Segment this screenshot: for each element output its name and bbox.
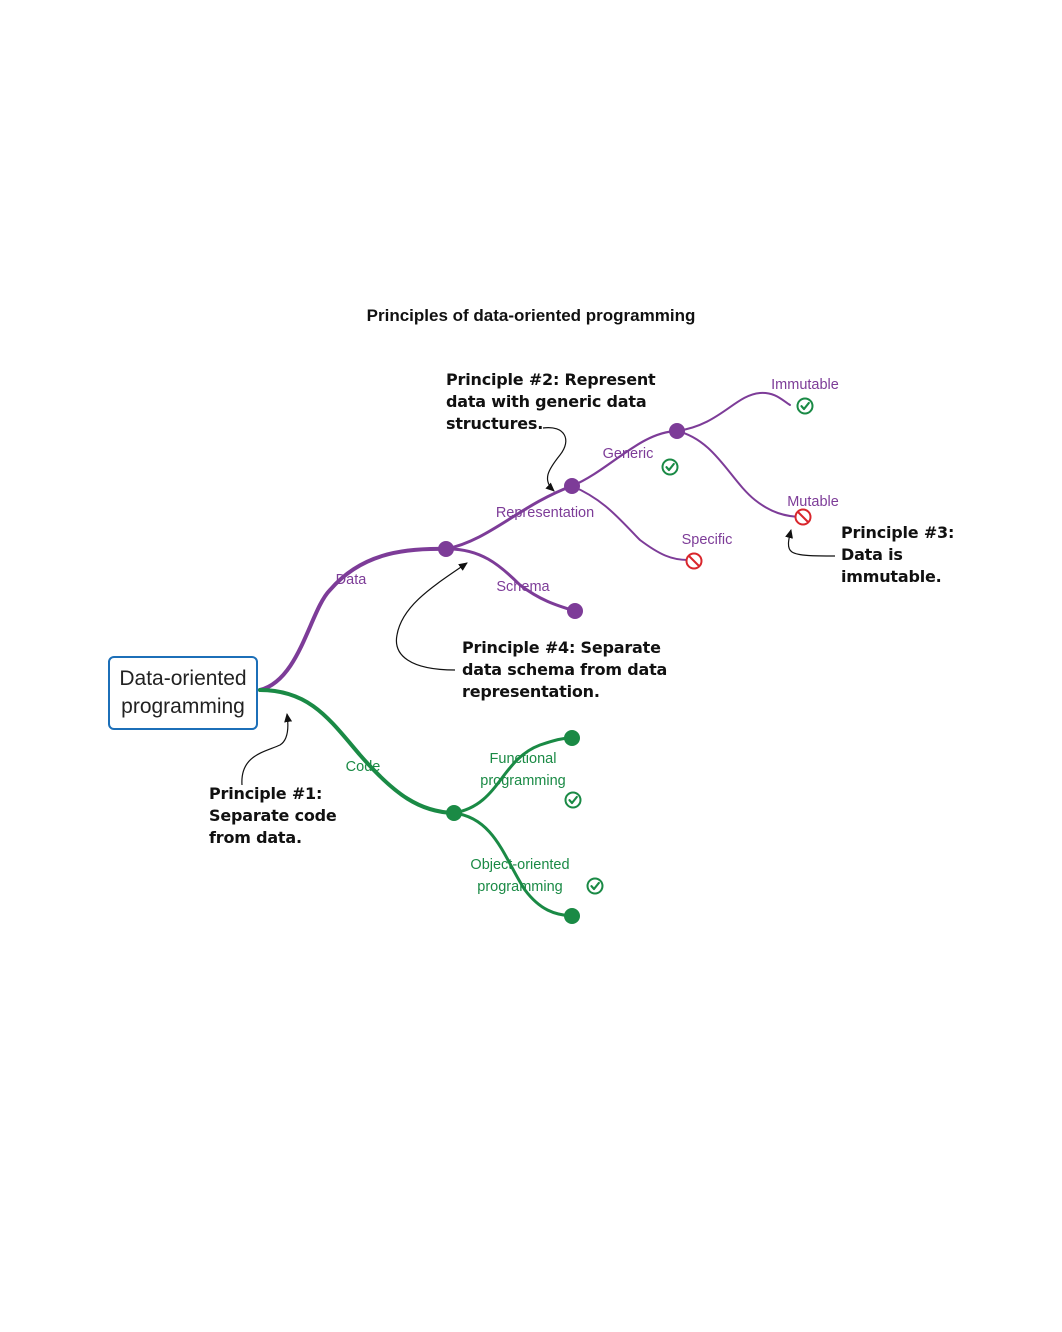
label-generic: Generic bbox=[603, 446, 654, 462]
root-node-box[interactable]: Data-oriented programming bbox=[108, 656, 258, 730]
node-functional-end[interactable] bbox=[564, 730, 580, 746]
arrow-principle-2 bbox=[542, 427, 567, 492]
forbidden-icon bbox=[794, 508, 812, 526]
edge-generic-mutable bbox=[676, 430, 804, 518]
edge-generic-immutable bbox=[676, 391, 791, 432]
principle-4-line3: representation. bbox=[462, 682, 600, 701]
label-schema: Schema bbox=[496, 579, 550, 595]
principle-1-line3: from data. bbox=[209, 828, 302, 847]
check-circle-icon bbox=[796, 397, 814, 415]
label-functional-line2: programming bbox=[480, 773, 565, 789]
edge-code-functional bbox=[452, 736, 574, 815]
node-schema-end[interactable] bbox=[567, 603, 583, 619]
label-oop-line1: Object-oriented bbox=[470, 857, 569, 873]
principle-2-line3: structures. bbox=[446, 414, 544, 433]
edge-data-schema bbox=[444, 547, 577, 613]
edge-code-oop bbox=[452, 811, 574, 918]
label-data: Data bbox=[336, 572, 368, 588]
check-circle-icon bbox=[586, 877, 604, 895]
figure-caption: Principles of data-oriented programming bbox=[366, 306, 696, 325]
forbidden-icon bbox=[685, 552, 703, 570]
check-circle-icon bbox=[661, 458, 679, 476]
node-oop-end[interactable] bbox=[564, 908, 580, 924]
principle-2-note: Principle #2: Represent data with generi… bbox=[446, 369, 656, 435]
node-data-hub[interactable] bbox=[438, 541, 454, 557]
principle-4-line2: data schema from data bbox=[462, 660, 668, 679]
data-branch bbox=[258, 391, 804, 692]
label-specific: Specific bbox=[682, 532, 733, 548]
principle-2-line2: data with generic data bbox=[446, 392, 647, 411]
principle-3-line2: Data is bbox=[841, 545, 903, 564]
arrow-principle-4 bbox=[395, 562, 468, 671]
edge-root-code bbox=[258, 688, 456, 815]
edge-data-representation bbox=[444, 484, 574, 551]
arrow-principle-1 bbox=[241, 713, 293, 786]
edge-representation-generic bbox=[570, 429, 679, 488]
label-immutable: Immutable bbox=[771, 377, 839, 393]
principle-1-line2: Separate code bbox=[209, 806, 337, 825]
node-generic-hub[interactable] bbox=[669, 423, 685, 439]
principle-3-line1: Principle #3: bbox=[841, 523, 955, 542]
label-code: Code bbox=[346, 759, 381, 775]
node-representation-hub[interactable] bbox=[564, 478, 580, 494]
principle-1-line1: Principle #1: bbox=[209, 784, 323, 803]
root-label-line2: programming bbox=[121, 695, 245, 718]
principle-3-note: Principle #3: Data is immutable. bbox=[841, 522, 954, 588]
root-label-line1: Data-oriented bbox=[119, 667, 247, 690]
arrow-principle-3 bbox=[785, 529, 836, 557]
principle-3-line3: immutable. bbox=[841, 567, 942, 586]
principle-1-note: Principle #1: Separate code from data. bbox=[209, 783, 337, 849]
label-oop-line2: programming bbox=[477, 879, 562, 895]
node-code-hub[interactable] bbox=[446, 805, 462, 821]
label-representation: Representation bbox=[496, 505, 594, 521]
label-mutable: Mutable bbox=[787, 494, 839, 510]
edge-root-data bbox=[258, 546, 448, 692]
edge-representation-specific bbox=[571, 485, 689, 561]
label-functional-line1: Functional bbox=[490, 751, 557, 767]
principle-4-line1: Principle #4: Separate bbox=[462, 638, 661, 657]
check-circle-icon bbox=[564, 791, 582, 809]
principle-4-note: Principle #4: Separate data schema from … bbox=[462, 637, 667, 703]
code-branch bbox=[258, 688, 574, 918]
principle-2-line1: Principle #2: Represent bbox=[446, 370, 656, 389]
